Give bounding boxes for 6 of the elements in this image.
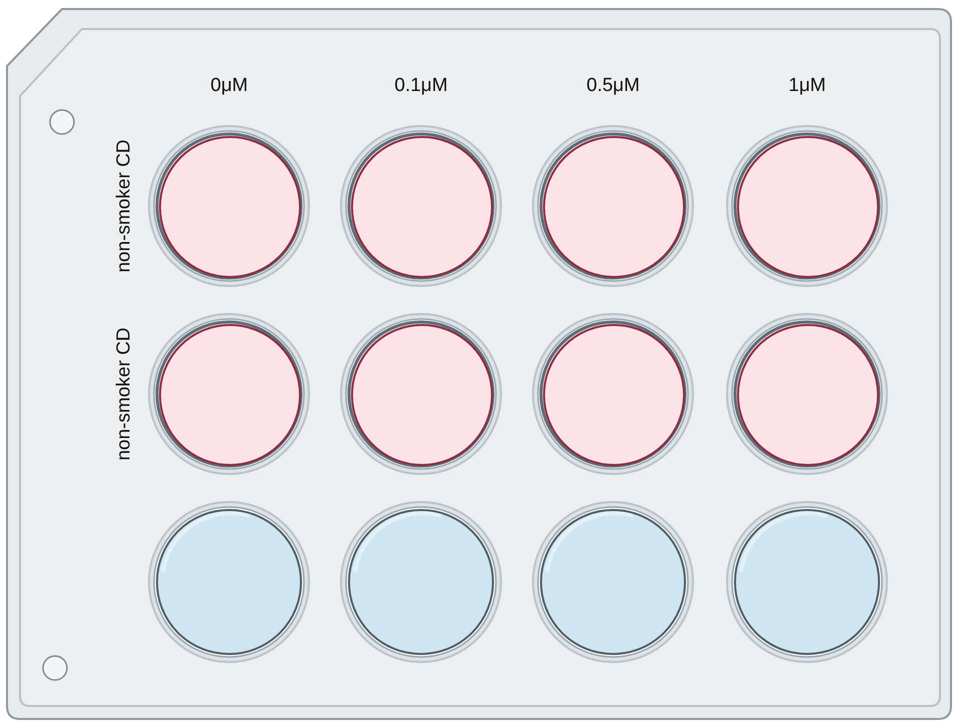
row-label: non-smoker CD [113,139,136,273]
concentration-label: 0.5μM [586,75,640,97]
concentration-label: 1μM [788,75,826,97]
concentration-label: 0μM [210,75,248,97]
concentration-label: 0.1μM [394,75,448,97]
row-label: non-smoker CD [113,327,136,461]
